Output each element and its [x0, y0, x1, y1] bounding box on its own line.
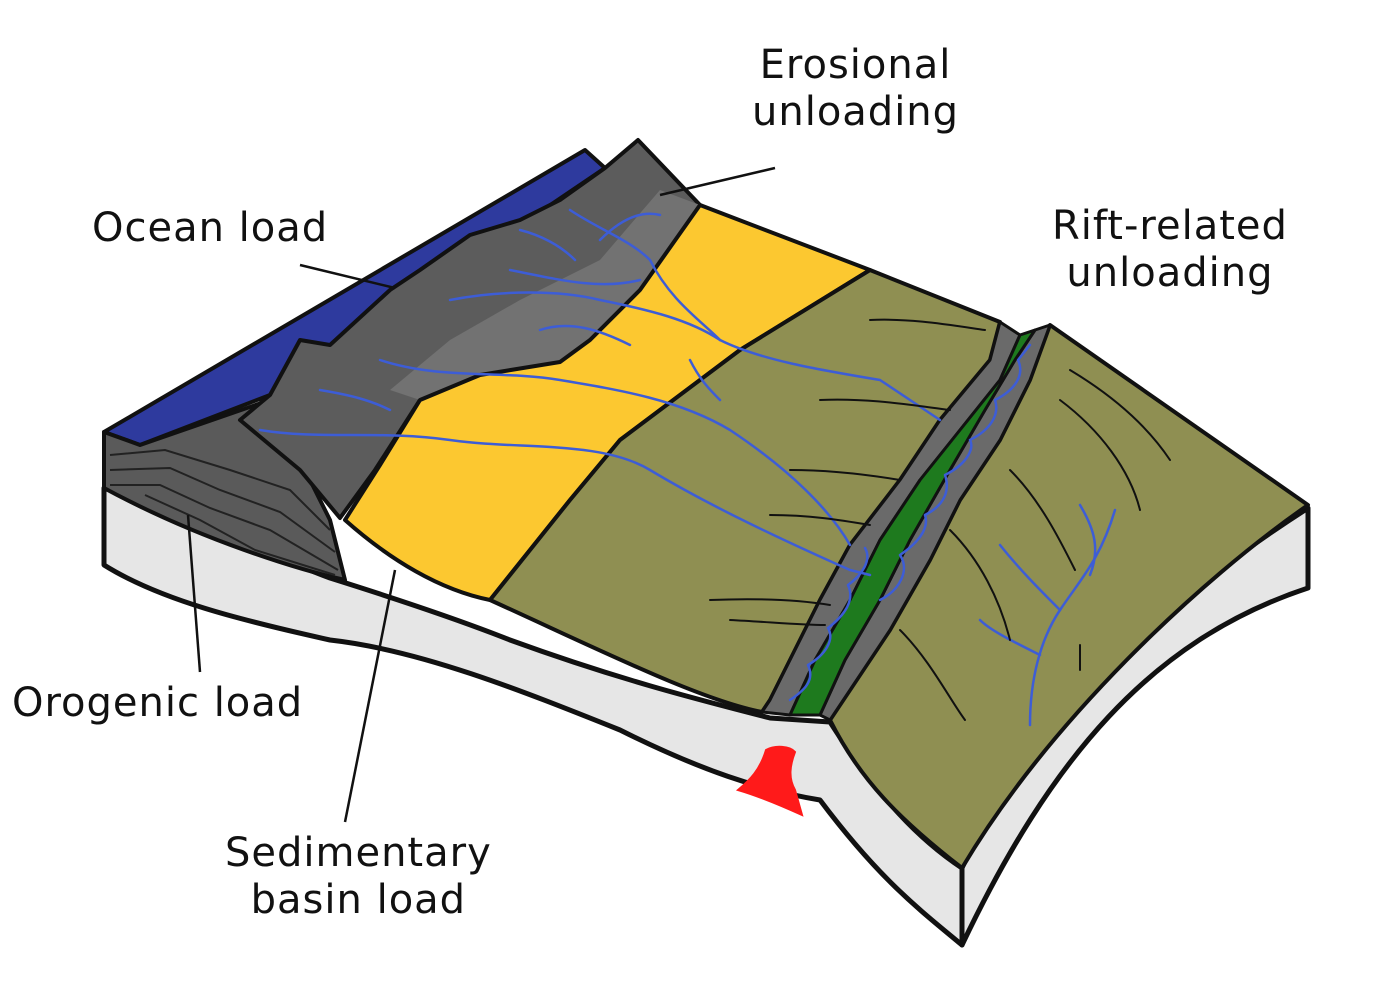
orogen-strata [109, 448, 339, 576]
sedimentary-basin-load-line-1: Sedimentary [225, 830, 492, 876]
river-network [258, 208, 1117, 727]
leader-ocean [299, 263, 396, 290]
mountain-light-face [390, 190, 700, 400]
orogenic-load-text: Orogenic load [12, 680, 304, 726]
leader-orogenic [186, 514, 202, 673]
rift-related-unloading-line-2: unloading [1066, 250, 1274, 297]
rift-related-unloading-line-1: Rift-related [1052, 203, 1288, 249]
hillslope-gullies [709, 318, 1171, 721]
ocean-load-label: Ocean load [92, 205, 328, 252]
erosional-unloading-label: Erosional unloading [752, 42, 959, 136]
magma-plume [735, 745, 804, 817]
rift-related-unloading-label: Rift-related unloading [1052, 203, 1288, 297]
erosional-unloading-line-2: unloading [752, 89, 960, 136]
ocean-load-text: Ocean load [92, 205, 329, 251]
sedimentary-basin-load-line-2: basin load [250, 877, 467, 924]
orogenic-load-label: Orogenic load [12, 680, 303, 727]
erosional-unloading-line-1: Erosional [759, 42, 952, 88]
rift-floor [788, 328, 1037, 717]
sedimentary-basin-load-label: Sedimentary basin load [225, 830, 492, 924]
leader-erosional [659, 166, 776, 197]
leader-lines [186, 166, 776, 823]
leader-sedimentary [343, 569, 397, 823]
